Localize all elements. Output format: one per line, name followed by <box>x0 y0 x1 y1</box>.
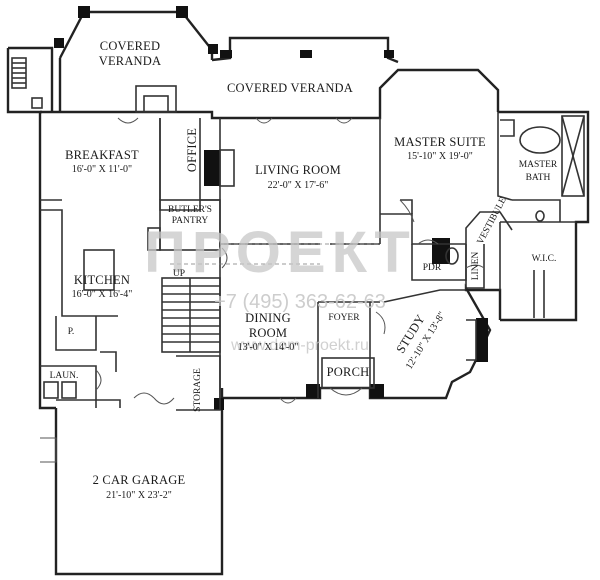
label-pdr: PDR <box>423 263 442 273</box>
balcony-wall <box>6 46 54 114</box>
label-breakfast-dims: 16'-0" X 11'-0" <box>72 164 132 175</box>
watermark: ПРОЕКТ +7 (495) 363-62-63 www.dom-proekt… <box>144 220 416 354</box>
label-garage: 2 CAR GARAGE <box>93 473 186 487</box>
label-living-room-dims: 22'-0" X 17'-6" <box>268 180 329 191</box>
bath-east-wall <box>498 110 590 322</box>
tub-icon <box>519 126 561 154</box>
label-living-room: LIVING ROOM <box>255 163 341 177</box>
porch-walls <box>321 357 375 389</box>
label-vestibule: VESTIBULE <box>476 196 509 247</box>
garage-wall <box>54 398 224 576</box>
label-master-bath-2: BATH <box>526 173 551 183</box>
label-breakfast: BREAKFAST <box>65 148 139 162</box>
label-laundry: LAUN. <box>50 371 79 381</box>
label-office: OFFICE <box>185 128 199 172</box>
label-kitchen: KITCHEN <box>74 273 130 287</box>
label-covered-veranda-right: COVERED VERANDA <box>227 81 353 95</box>
label-master-suite-dims: 15'-10" X 19'-0" <box>407 151 473 162</box>
north-wall <box>40 96 382 120</box>
veranda-right-wall <box>211 36 399 64</box>
label-butlers-pantry-1: BUTLER'S <box>168 205 212 215</box>
label-stair-up: UP <box>173 269 185 279</box>
label-storage: STORAGE <box>193 368 203 412</box>
kitchen-counter <box>40 209 118 317</box>
label-dining-room-2: ROOM <box>249 326 287 340</box>
label-pantry: P. <box>68 327 75 337</box>
watermark-logo: ПРОЕКТ <box>144 220 416 285</box>
room-labels: COVERED VERANDA COVERED VERANDA BREAKFAS… <box>50 39 558 501</box>
shower <box>561 115 585 197</box>
label-foyer: FOYER <box>328 313 360 323</box>
ceiling-lines <box>170 243 380 265</box>
door-swings <box>40 117 485 463</box>
label-kitchen-dims: 16'-0" X 16'-4" <box>72 289 133 300</box>
watermark-phone: +7 (495) 363-62-63 <box>214 291 386 313</box>
label-covered-veranda-left-2: VERANDA <box>99 54 162 68</box>
label-master-suite: MASTER SUITE <box>394 135 486 149</box>
kitchen-island <box>83 249 115 291</box>
interior-walls <box>11 57 585 411</box>
label-covered-veranda-left-1: COVERED <box>100 39 160 53</box>
label-butlers-pantry-2: PANTRY <box>172 216 209 226</box>
west-wall <box>38 112 56 410</box>
label-linen: LINEN <box>471 252 481 281</box>
label-garage-dims: 21'-10" X 23'-2" <box>106 490 172 501</box>
veranda-fireplace <box>135 85 177 113</box>
stair <box>161 277 221 353</box>
label-dining-room-1: DINING <box>245 311 291 325</box>
label-dining-room-dims: 13'-0" X 14'-0" <box>238 342 299 353</box>
label-master-bath-1: MASTER <box>519 160 558 170</box>
master-bay-wall <box>378 68 500 112</box>
watermark-site: www.dom-proekt.ru <box>230 337 369 354</box>
label-porch: PORCH <box>327 365 370 379</box>
label-wic: W.I.C. <box>532 254 557 264</box>
